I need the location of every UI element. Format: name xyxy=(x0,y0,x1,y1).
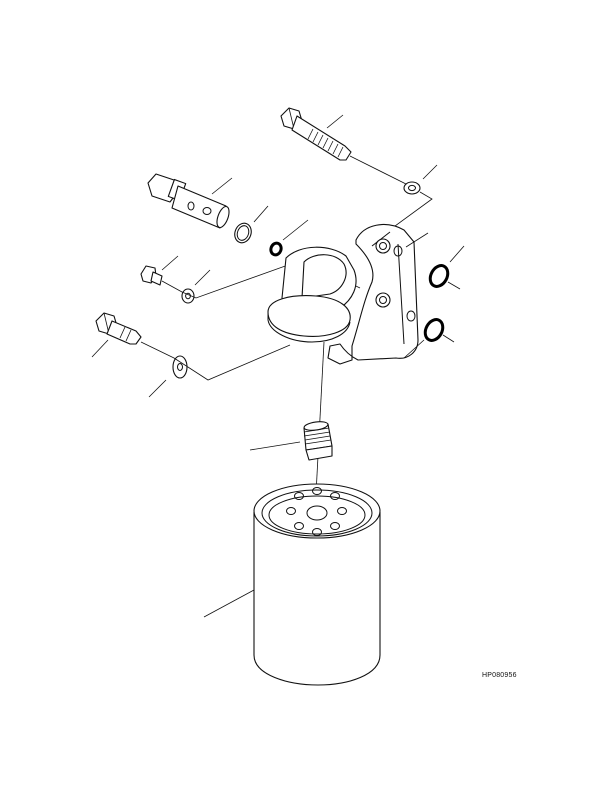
leader-nipple xyxy=(249,441,301,451)
small-washer xyxy=(181,288,195,304)
upper-washer xyxy=(403,181,421,195)
leader-o-ring-left xyxy=(282,219,309,241)
leader-o-ring-right-lower-b xyxy=(442,334,455,343)
upper-bolt xyxy=(280,107,352,161)
centerline-filter-axis xyxy=(315,341,325,495)
leader-lower-washer xyxy=(148,379,167,398)
o-ring-left xyxy=(269,241,283,257)
lower-washer xyxy=(172,355,188,379)
hollow-bolt xyxy=(147,173,230,229)
leader-hollow-bolt xyxy=(211,177,233,195)
leader-o-ring-right-upper-b xyxy=(447,281,461,290)
nipple xyxy=(303,421,333,461)
leader-lower-bolt xyxy=(91,339,109,358)
leader-gasket xyxy=(253,205,269,223)
leader-upper-washer xyxy=(422,164,438,180)
bracket xyxy=(327,224,419,365)
filter-head xyxy=(267,246,357,343)
leader-small-screw xyxy=(161,255,179,271)
lower-bolt xyxy=(95,312,142,345)
gasket xyxy=(234,222,252,244)
drawing-reference-code: HP080956 xyxy=(482,672,517,679)
centerline-washer-to-bracket xyxy=(379,191,433,238)
small-screw xyxy=(140,265,163,286)
centerline-lower-bolt xyxy=(140,341,291,381)
leader-small-washer xyxy=(194,269,211,286)
o-ring-right-upper xyxy=(428,264,450,288)
leader-o-ring-right-upper xyxy=(449,245,465,263)
leader-bracket xyxy=(405,232,429,248)
o-ring-right-lower xyxy=(423,318,445,342)
filter-cartridge xyxy=(253,483,381,686)
centerline-upper-bolt xyxy=(349,155,411,187)
leader-o-ring-right-lower xyxy=(403,339,425,359)
leader-filter-cartridge xyxy=(203,589,255,618)
leader-upper-bolt xyxy=(326,114,344,129)
